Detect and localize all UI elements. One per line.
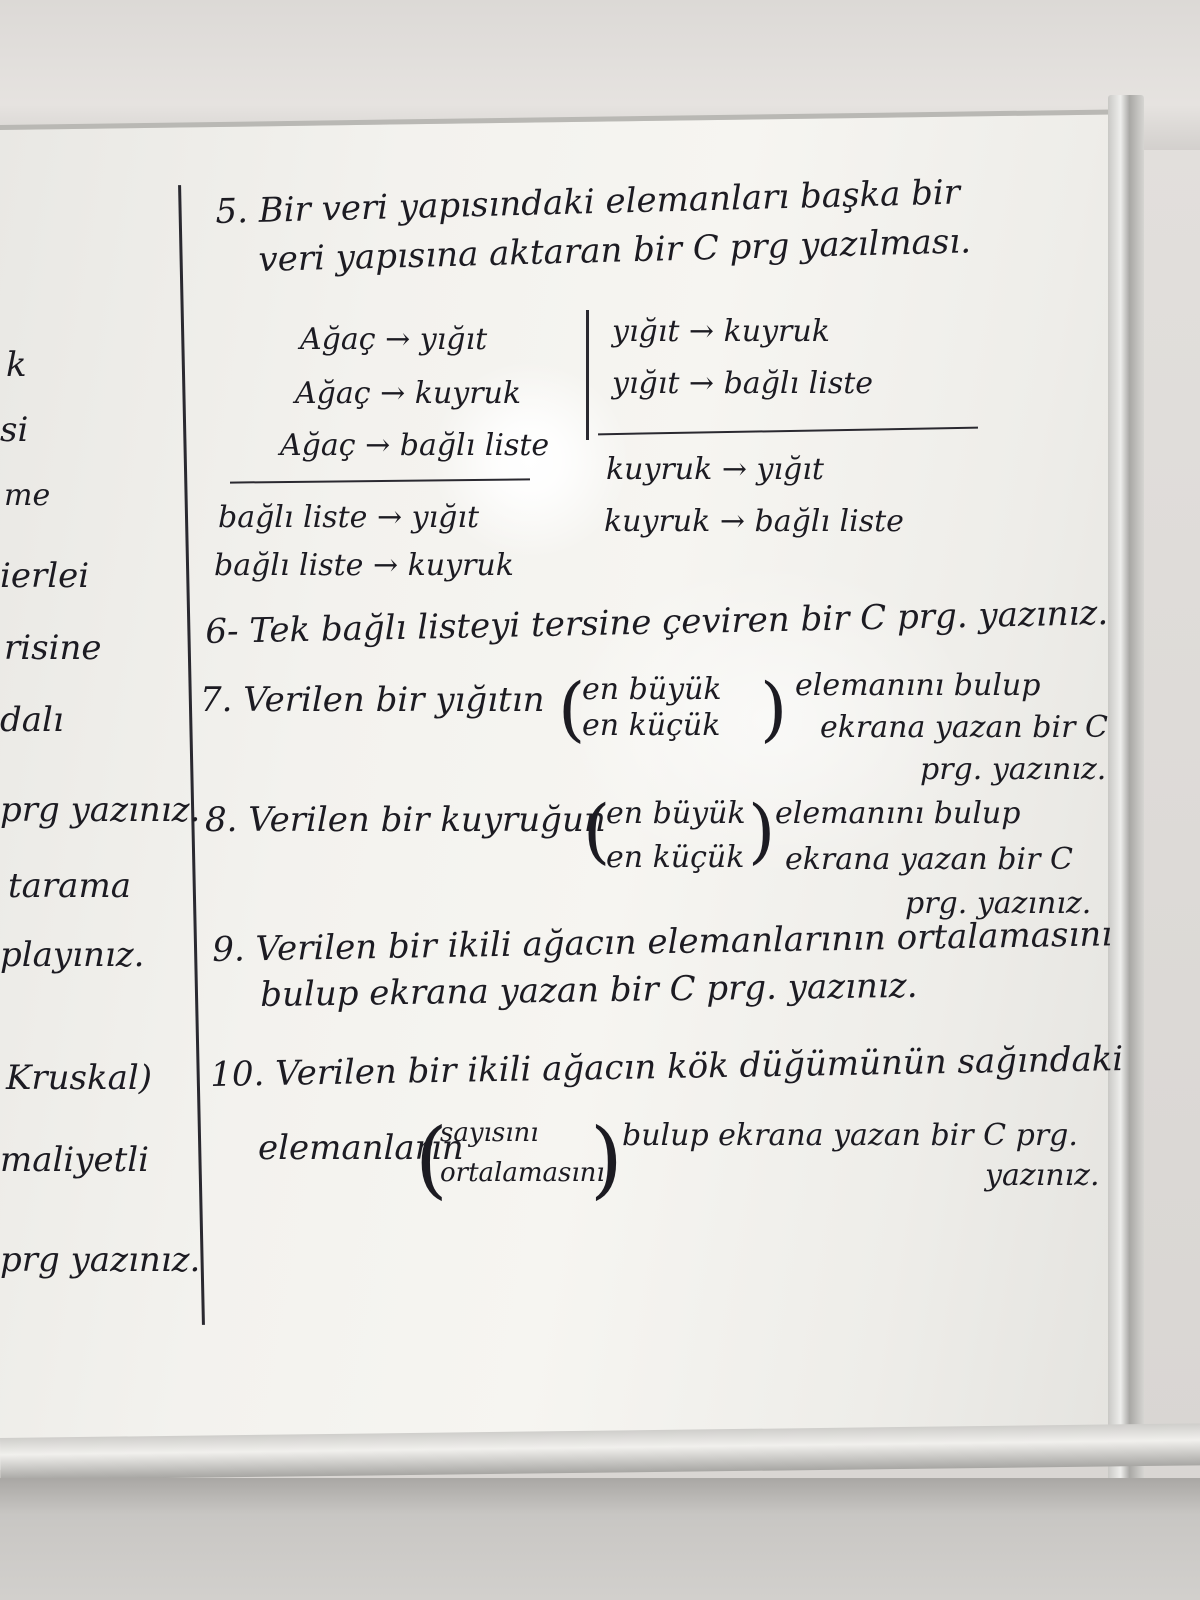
q10-brace-open: ( — [415, 1110, 448, 1208]
light-glare-secondary — [560, 560, 980, 880]
q10-brace-close: ) — [590, 1110, 623, 1208]
conversion-item: bağlı liste → kuyruk — [214, 548, 514, 583]
q7-end-1: elemanını bulup — [795, 668, 1041, 703]
light-glare — [430, 360, 630, 560]
conversion-item: kuyruk → yığıt — [606, 452, 824, 487]
q7-end-2: ekrana yazan bir C — [820, 710, 1108, 745]
conversion-item: Ağaç → yığıt — [300, 322, 488, 357]
q10-option-2: ortalamasını — [440, 1158, 605, 1188]
left-fragment: me — [4, 478, 51, 513]
left-fragment: si — [0, 410, 29, 450]
left-fragment: k — [6, 345, 27, 385]
q7-option-2: en küçük — [582, 708, 721, 743]
left-fragment: playınız. — [0, 935, 145, 975]
left-fragment: dalı — [0, 700, 64, 740]
q8-end-3: prg. yazınız. — [905, 886, 1092, 921]
left-fragment: maliyetli — [0, 1140, 149, 1180]
conversion-item: Ağaç → kuyruk — [295, 376, 522, 411]
conversion-item: yığıt → bağlı liste — [612, 366, 874, 401]
left-fragment: prg yazınız. — [0, 1240, 201, 1280]
q8-option-2: en küçük — [606, 840, 745, 875]
wall-bottom — [0, 1478, 1200, 1600]
left-fragment: tarama — [8, 866, 131, 906]
q7-end-3: prg. yazınız. — [920, 752, 1107, 787]
q10-option-1: sayısını — [440, 1118, 539, 1148]
q8-end-2: ekrana yazan bir C — [785, 842, 1073, 877]
q10-line-3: yazınız. — [985, 1158, 1100, 1193]
conversion-divider-vertical — [586, 310, 589, 440]
conversion-item: yığıt → kuyruk — [612, 314, 830, 349]
q8-end-1: elemanını bulup — [775, 796, 1021, 831]
q10-line-2b: bulup ekrana yazan bir C prg. — [622, 1118, 1078, 1153]
conversion-item: bağlı liste → yığıt — [218, 500, 480, 535]
q10-line-2a: elemanların — [258, 1128, 464, 1168]
left-fragment: risine — [4, 628, 102, 668]
q8-start: 8. Verilen bir kuyruğun — [205, 800, 606, 840]
q7-option-1: en büyük — [582, 672, 722, 707]
left-fragment: Kruskal) — [6, 1058, 153, 1098]
board-frame-right — [1108, 95, 1144, 1515]
q7-start: 7. Verilen bir yığıtın — [200, 680, 545, 720]
q7-brace-open: ( — [558, 668, 586, 750]
q8-option-1: en büyük — [606, 796, 746, 831]
q7-brace-close: ) — [760, 668, 788, 750]
conversion-item: kuyruk → bağlı liste — [604, 504, 904, 539]
conversion-item: Ağaç → bağlı liste — [280, 428, 550, 463]
left-fragment: ierlei — [0, 556, 90, 596]
q8-brace-open: ( — [583, 790, 611, 872]
left-fragment: prg yazınız. — [0, 790, 201, 830]
q8-brace-close: ) — [748, 790, 776, 872]
